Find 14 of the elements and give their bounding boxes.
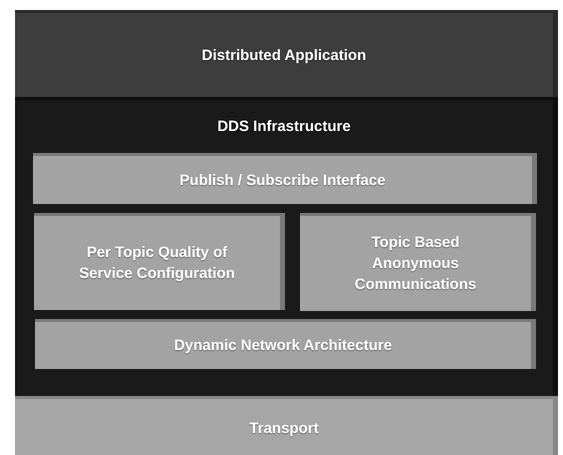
- application-layer: [15, 10, 558, 97]
- layer-label: Distributed Application: [202, 46, 366, 66]
- layer-box: [300, 213, 536, 311]
- layer-label: Publish / Subscribe Interface: [180, 170, 386, 190]
- layer-label: Transport: [249, 419, 319, 439]
- layer-label: Topic Based Anonymous Communications: [354, 233, 478, 295]
- layer-box: [33, 153, 537, 204]
- infrastructure-panel: [15, 97, 558, 396]
- transport-layer: [15, 396, 558, 455]
- layer-label: Per Topic Quality of Service Configuration: [78, 243, 236, 284]
- layer-label: Dynamic Network Architecture: [174, 336, 392, 356]
- layer-box: [34, 213, 285, 310]
- layer-box: [35, 319, 536, 369]
- panel-heading: DDS Infrastructure: [217, 117, 351, 137]
